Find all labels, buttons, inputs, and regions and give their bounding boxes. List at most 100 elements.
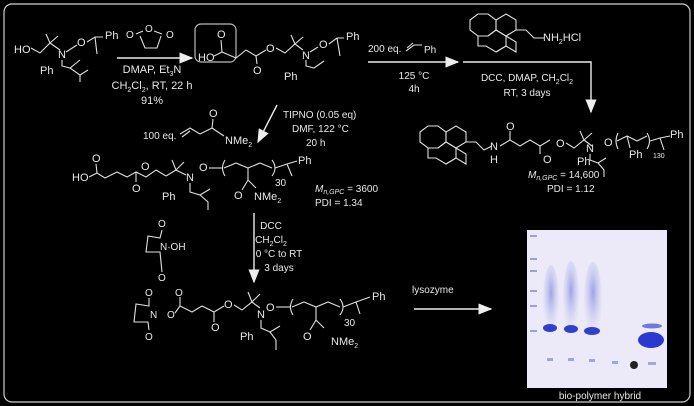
bond-line [648,362,656,365]
bond-line [530,235,537,332]
bond-line [445,147,467,165]
bond-line [30,42,61,54]
scheme-label: = 14,600 [557,170,599,181]
scheme-label: N [150,310,157,321]
scheme-label: PDI = 1.12 [547,184,595,195]
scheme-label: Ph [40,65,53,77]
scheme-label: CH [112,80,128,92]
scheme-label: O [166,30,174,41]
scheme-label: 2 [277,198,281,205]
bond-line [255,49,267,57]
scheme-label: n,GPC [323,189,345,196]
scheme-label: O [543,154,552,166]
scheme-label: Ph [629,149,642,161]
nhs-ester-pdma: O O N O O O O N Ph O O NMe2 30 Ph [133,288,385,350]
bond-line [45,33,51,44]
bond-line [612,361,618,364]
bond-line [189,183,211,196]
scheme-label: Mn,GPC = 14,600 [528,170,600,182]
bond-line [211,127,225,137]
scheme-label: Ph [162,191,175,203]
scheme-label: 91% [141,95,163,107]
scheme-label: NMe2 [331,336,358,350]
scheme-label: 2 [354,343,358,350]
scheme-label: Cl [131,80,141,92]
bond-line [223,162,273,169]
reaction-arrow [257,104,278,144]
bond-line [659,137,665,151]
bond-line [165,169,187,177]
scheme-label: O [266,43,275,55]
bond-line [499,139,551,147]
bond-line [315,319,325,329]
bond-line [564,325,578,333]
scheme-label: M [315,184,324,195]
scheme-label: N [586,143,594,155]
scheme-label: Ph [670,129,683,141]
scheme-label: Ph [577,156,590,168]
scheme-label: O [141,161,150,173]
bond-line [69,67,81,82]
bond-line [171,159,177,171]
scheme-label: TIPNO (0.05 eq) [283,110,356,121]
scheme-label: 30 [344,318,356,329]
bond-line [547,358,656,365]
bond-line [260,320,281,333]
scheme-label: DMAP, Et [123,64,170,76]
bond-line [646,132,651,150]
bond-line [94,36,98,55]
scheme-label: 3 [170,71,174,78]
bond-line [547,358,553,361]
n-hydroxysuccinimide: O O N·OH [145,219,186,284]
bond-line [543,324,557,332]
scheme-label: NH [543,32,559,44]
scheme-label: 2 [142,87,146,94]
bond-line [328,37,344,45]
sds-page-gel-image [527,230,667,388]
scheme-label: DCC, DMAP, CH [481,73,556,84]
bond-line [530,270,537,272]
scheme-label: Cl [274,235,283,246]
scheme-label: N [490,141,498,153]
bond-line [233,301,261,311]
scheme-label: O [209,108,218,120]
bond-line [88,169,167,179]
bond-line [135,30,144,35]
bond-line [255,55,258,65]
scheme-label: Ph [346,31,359,43]
scheme-label: 2 [556,79,560,86]
scheme-label: PDI = 1.34 [315,198,363,209]
bond-line [49,35,59,44]
scheme-label: O [199,162,208,174]
scheme-label: 2 [569,79,573,86]
bond-line [133,298,150,331]
scheme-label: HO [72,172,89,184]
bond-line [568,358,574,361]
scheme-label: NMe [331,336,354,348]
scheme-label: NMe2 [254,191,281,205]
scheme-label: M [528,170,537,181]
bond-line [145,229,163,273]
bond-line [286,163,293,177]
scheme-label: HO [198,52,215,64]
bond-line [247,179,257,189]
scheme-label: 130 [653,153,665,160]
bond-line [213,305,225,313]
starting-alkoxyamine: HO N Ph O Ph [14,30,118,82]
scheme-label: Ph [240,331,253,343]
bond-line [626,135,631,149]
scheme-label: Ph [105,30,118,42]
bond-line [213,49,257,59]
bond-line [291,301,341,308]
bond-line [584,327,600,335]
bond-line [597,162,605,177]
scheme-label: O [319,39,328,51]
scheme-label: 30 [275,178,287,189]
scheme-label: O [253,65,262,77]
scheme-label: O [167,310,175,321]
pyrene-polystyrene: N H O O O N Ph O Ph 130 Ph [419,121,683,177]
scheme-label: O [266,302,275,314]
bond-line [516,29,544,39]
scheme-label: 2 [283,241,287,248]
scheme-label: CH2Cl2 [255,235,287,248]
